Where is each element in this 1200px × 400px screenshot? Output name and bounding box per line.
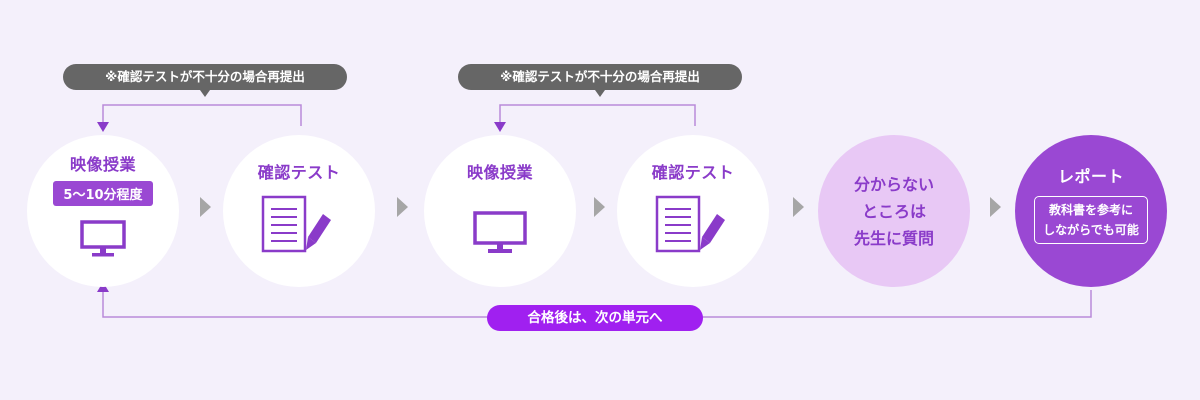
retake-loop-1-arrowhead [97, 122, 109, 132]
monitor-icon [80, 220, 126, 257]
retake-loop-1 [102, 104, 302, 126]
duration-badge: 5～10分程度 [53, 181, 153, 206]
report-note-line-2: しながらでも可能 [1043, 223, 1139, 237]
ask-teacher-line-1: 分からない [853, 174, 934, 194]
report-note-line-1: 教科書を参考に [1048, 203, 1133, 217]
step-title: 確認テスト [651, 163, 735, 182]
ask-teacher-line-2: ところは [861, 201, 926, 221]
step-video-lesson-2: 映像授業 [424, 135, 576, 287]
step-check-test-1: 確認テスト [223, 135, 375, 287]
test-paper-pencil-icon [261, 195, 331, 253]
step-title: 映像授業 [69, 155, 136, 174]
test-paper-pencil-icon [655, 195, 725, 253]
ask-teacher-line-3: 先生に質問 [853, 228, 934, 248]
step-title: レポート [1057, 167, 1124, 186]
flow-arrow-1 [200, 197, 211, 217]
report-note: 教科書を参考に しながらでも可能 [1034, 196, 1148, 244]
step-ask-teacher: 分からない ところは 先生に質問 [818, 135, 970, 287]
flow-arrow-5 [990, 197, 1001, 217]
retake-loop-2-arrowhead [494, 122, 506, 132]
retake-note-2: ※確認テストが不十分の場合再提出 [458, 64, 742, 97]
step-video-lesson-1: 映像授業 5～10分程度 [27, 135, 179, 287]
step-title: 確認テスト [257, 163, 341, 182]
flow-arrow-2 [397, 197, 408, 217]
step-check-test-2: 確認テスト [617, 135, 769, 287]
flow-arrow-3 [594, 197, 605, 217]
step-report: レポート 教科書を参考に しながらでも可能 [1015, 135, 1167, 287]
step-title: 映像授業 [466, 163, 533, 182]
flow-arrow-4 [793, 197, 804, 217]
retake-note-1: ※確認テストが不十分の場合再提出 [63, 64, 347, 97]
retake-loop-2 [499, 104, 696, 126]
monitor-icon [473, 211, 527, 253]
next-unit-label: 合格後は、次の単元へ [487, 305, 703, 331]
next-unit-return-arrowhead [97, 282, 109, 292]
